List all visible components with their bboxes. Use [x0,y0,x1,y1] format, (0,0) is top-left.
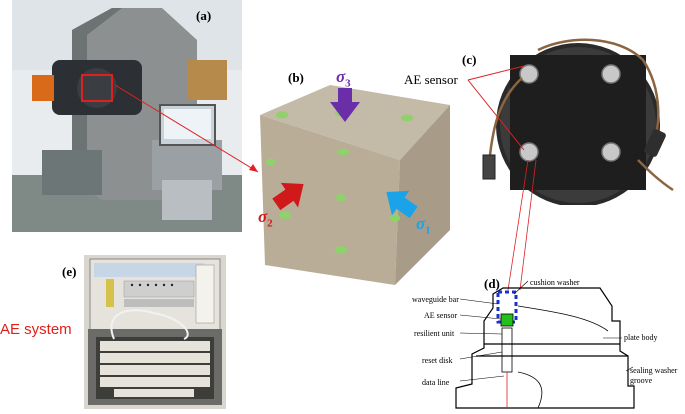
sigma1-arrow [386,190,418,219]
ae-sensor-pointer-top [467,65,525,81]
panel-label-b: (b) [288,70,304,85]
label-data-line: data line [422,378,450,387]
sigma3-sub: 3 [345,77,351,90]
label-plate-body: plate body [624,333,658,342]
sensor-plate [478,30,678,207]
panel-label-d: (d) [484,276,500,291]
panel-label-a: (a) [196,8,212,23]
sigma1-symbol: σ [416,214,426,233]
zoom-line-left [507,159,529,291]
label-sealing-washer: sealing washer [630,366,678,375]
panel-label-e: (e) [62,264,77,279]
sigma1-sub: 1 [425,224,431,237]
ae-system-label: AE system [0,321,72,338]
ae-sensor-label: AE sensor [404,72,458,87]
photo-ae-system [84,255,226,409]
ae-system-illustration [84,255,226,409]
testing-machine-illustration [12,0,242,232]
ae-sensor-pointer-bottom [467,79,525,151]
machine-to-cube-pointer [114,84,259,173]
label-resilient-unit: resilient unit [414,329,455,338]
sigma2-label: σ2 [258,207,273,229]
sigma2-arrow [272,182,304,211]
cube-illustration [260,85,450,285]
label-groove: groove [630,376,653,385]
photo-testing-machine [12,0,242,232]
sensor-plate-illustration [482,38,674,207]
schematic-diagram [455,280,635,409]
label-ae-sensor: AE sensor [424,311,458,320]
label-reset-disk: reset disk [422,356,453,365]
sigma2-symbol: σ [258,207,268,226]
label-waveguide-bar: waveguide bar [412,295,459,304]
panel-label-c: (c) [462,52,477,67]
ae-sensor-marker [500,313,514,327]
machine-to-cube-arrowhead [249,164,258,172]
sigma2-sub: 2 [267,217,273,230]
sigma1-label: σ1 [416,214,431,236]
sigma3-label: σ3 [336,67,351,89]
sigma3-arrow [330,88,360,122]
label-cushion-washer: cushion washer [530,278,580,287]
zoom-line-right [519,159,537,291]
cube-specimen [245,80,460,290]
sigma3-symbol: σ [336,67,346,86]
